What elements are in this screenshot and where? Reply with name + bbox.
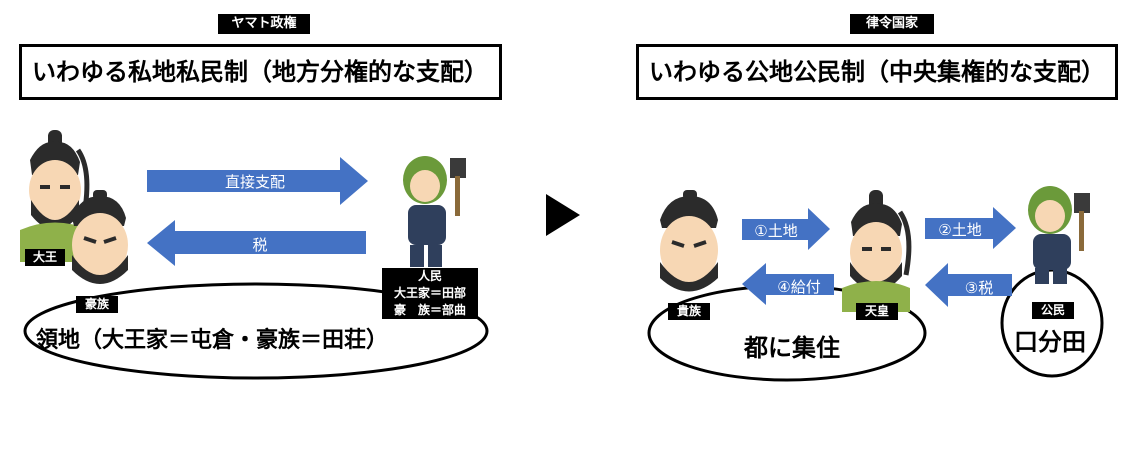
capital-text: 都に集住	[744, 334, 840, 362]
direct-control-label: 直接支配	[224, 173, 285, 191]
people-info-box: 人民 大王家＝田部 豪 族＝部曲	[382, 268, 478, 319]
commoner-figure-right	[1028, 186, 1090, 284]
yamato-tag: ヤマト政権	[218, 14, 310, 34]
arrow-grant-4	[742, 263, 834, 305]
land-label-1: ①土地	[754, 222, 798, 240]
commoner-figure-left	[403, 156, 466, 267]
people-line-gozoku: 豪 族＝部曲	[393, 303, 466, 317]
arrow-tax-3	[925, 263, 1012, 307]
tax-label-3: ③税	[964, 279, 994, 297]
komin-label: 公民	[1032, 302, 1074, 319]
domain-text: 領地（大王家＝屯倉・豪族＝田荘）	[36, 328, 389, 353]
tenno-figure	[842, 190, 912, 312]
gozoku-label: 豪族	[76, 296, 118, 313]
people-line-okimi: 大王家＝田部	[393, 286, 466, 300]
ritsuryo-tag: 律令国家	[850, 14, 934, 34]
tenno-label: 天皇	[856, 303, 898, 320]
left-title: いわゆる私地私民制（地方分権的な支配）	[19, 44, 502, 100]
arrow-land-2	[925, 207, 1016, 249]
play-triangle-icon	[546, 194, 580, 236]
arrow-land-1	[742, 208, 830, 250]
people-title: 人民	[417, 269, 442, 283]
tax-label-left: 税	[252, 236, 268, 254]
grant-label-4: ④給付	[777, 278, 821, 296]
arrow-direct-control	[147, 157, 368, 205]
arrow-tax-left	[147, 220, 366, 266]
okimi-label: 大王	[25, 249, 65, 266]
kizoku-label: 貴族	[668, 303, 710, 320]
right-title: いわゆる公地公民制（中央集権的な支配）	[636, 44, 1118, 100]
kizoku-figure	[660, 190, 718, 292]
gozoku-figure-left	[72, 190, 128, 284]
kubunden-text: 口分田	[1014, 328, 1086, 356]
left-domain-ellipse	[23, 282, 489, 380]
land-label-2: ②土地	[938, 221, 982, 239]
